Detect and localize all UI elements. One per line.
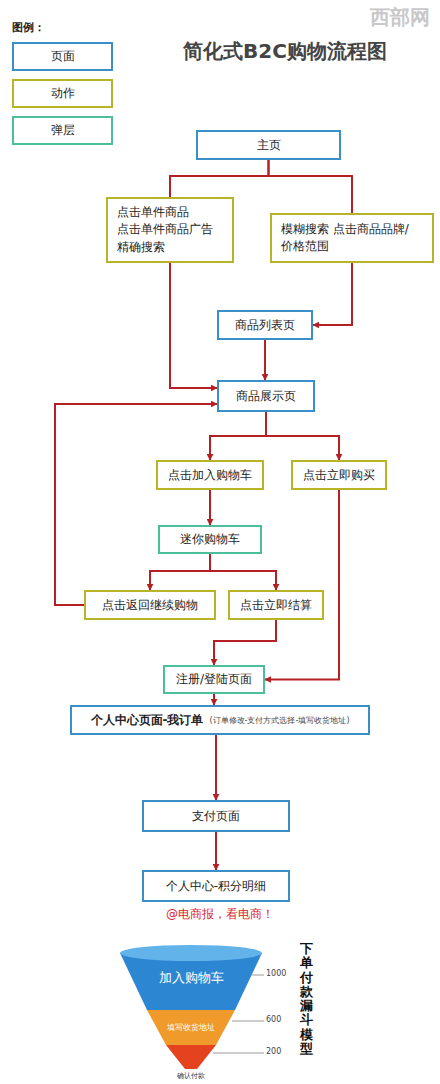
legend-swatch: 弹层: [12, 116, 113, 145]
action-box: 点击立即购买: [291, 460, 387, 490]
action-box: 点击返回继续购物: [84, 590, 216, 620]
legend-text: 页面: [51, 48, 75, 65]
page-box: 主页: [196, 130, 341, 160]
leader-line: [252, 975, 264, 976]
funnel-value: 200: [266, 1047, 281, 1056]
legend-text: 动作: [51, 85, 75, 102]
funnel-band: 确认付款: [166, 1045, 216, 1081]
flow-connector: [55, 404, 217, 605]
text-label: 西部网: [370, 4, 430, 31]
action-box: 模糊搜索 点击商品品牌/价格范围: [270, 213, 434, 263]
box-text: 个人中心-积分明细: [166, 878, 266, 895]
flow-connector: [213, 694, 215, 705]
box-text: 模糊搜索 点击商品品牌/价格范围: [281, 221, 420, 256]
leader-line: [213, 1053, 264, 1054]
flow-connector: [265, 490, 339, 680]
page-box: 商品展示页: [217, 380, 315, 412]
box-text: 迷你购物车: [180, 531, 240, 548]
funnel-value: 1000: [266, 969, 286, 978]
page-box: 个人中心-积分明细: [142, 870, 290, 902]
page-box: 支付页面: [142, 800, 290, 832]
flow-connector: [170, 160, 269, 197]
funnel-shape: [166, 1045, 216, 1069]
box-text: 点击立即结算: [240, 597, 312, 614]
flow-connector: [215, 735, 217, 800]
text-label: @电商报，看电商！: [166, 906, 274, 923]
flow-connector: [214, 620, 276, 665]
leader-line: [232, 1021, 264, 1022]
legend-swatch: 动作: [12, 79, 113, 108]
action-box: 点击立即结算: [228, 590, 324, 620]
box-text: 商品列表页: [235, 317, 295, 334]
box-text: 点击单件商品 点击单件商品广告 精确搜索: [117, 204, 220, 256]
funnel-text: 填写收货地址: [167, 1022, 215, 1033]
popup-box: 迷你购物车: [158, 525, 262, 554]
box-text: 主页: [257, 137, 281, 154]
action-box: 点击加入购物车: [156, 460, 264, 490]
box-text: 注册/登陆页面: [176, 671, 252, 688]
funnel-body: [147, 1010, 235, 1045]
funnel-band: 填写收货地址: [147, 1010, 235, 1045]
box-text: 个人中心页面-我订单: [91, 712, 204, 729]
funnel-value: 600: [266, 1015, 281, 1024]
popup-box: 注册/登陆页面: [163, 665, 265, 694]
action-box: 点击单件商品 点击单件商品广告 精确搜索: [106, 197, 234, 263]
page-box: 商品列表页: [217, 310, 313, 340]
box-text: 支付页面: [192, 808, 240, 825]
funnel-band: 加入购物车: [120, 945, 262, 1010]
funnel-text: 加入购物车: [159, 969, 224, 987]
vertical-title: 下单付款漏斗模型: [300, 942, 313, 1056]
flow-connector: [313, 263, 352, 325]
box-text: 点击返回继续购物: [102, 597, 198, 614]
funnel-body: [120, 953, 262, 1010]
diagram-title: 简化式B2C购物流程图: [183, 38, 387, 65]
flow-connector: [150, 554, 210, 590]
legend-swatch: 页面: [12, 42, 113, 71]
funnel-text: 确认付款: [177, 1071, 205, 1081]
text-label: 图例：: [12, 20, 45, 35]
box-note: (订单修改-支付方式选择-填写收货地址): [209, 715, 349, 726]
funnel-body: [166, 1045, 216, 1069]
flow-connector: [264, 340, 266, 380]
flow-connector: [210, 412, 266, 460]
page-box: 个人中心页面-我订单 (订单修改-支付方式选择-填写收货地址): [70, 705, 370, 735]
flow-connector: [209, 490, 211, 525]
flow-connector: [210, 554, 276, 590]
funnel-rim: [120, 945, 262, 961]
flow-connector: [170, 263, 217, 388]
flow-connector: [269, 160, 353, 213]
box-text: 商品展示页: [236, 388, 296, 405]
legend-text: 弹层: [51, 122, 75, 139]
box-text: 点击加入购物车: [168, 467, 252, 484]
flow-connector: [266, 412, 339, 460]
box-text: 点击立即购买: [303, 467, 375, 484]
flow-connector: [215, 832, 217, 870]
